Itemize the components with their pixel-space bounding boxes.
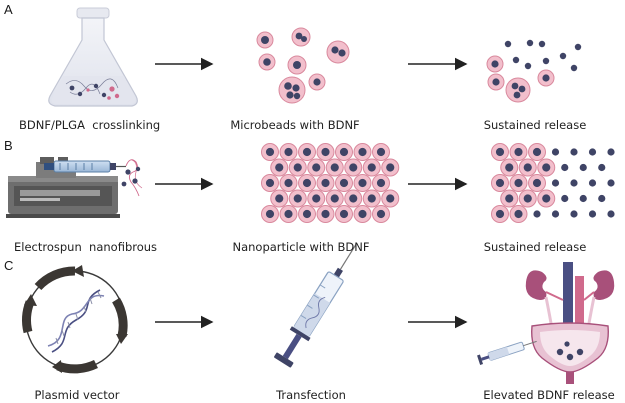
nanoparticle [298,143,316,161]
nanoparticle [288,189,307,208]
plasmid-icon [22,265,128,374]
released-particle [588,210,597,218]
nanoparticle [353,205,372,223]
nanoparticle [298,174,316,192]
nanoparticle [353,143,372,161]
nanoparticle [288,158,307,177]
panel-label-a: A [4,2,13,17]
nanoparticle [307,158,326,177]
panel-label-c: C [4,258,14,273]
nanoparticle [491,143,509,161]
nanoparticle [381,189,400,208]
nanoparticle [325,158,344,177]
caption-bdnf-plga: BDNF/PLGA crosslinking [19,118,161,132]
caption-electrospun: Electrospun nanofibrous [14,240,158,254]
nanoparticle [528,143,546,161]
nanoparticle [344,158,363,177]
erlenmeyer-flask-icon [48,7,138,107]
nanoparticle [325,189,344,208]
released-particle [551,148,560,156]
released-particle [551,179,560,187]
nanoparticle [279,174,298,192]
nanoparticle [344,189,363,208]
nanoparticle [316,143,335,161]
nanoparticle [528,174,546,192]
released-particle [551,210,560,218]
released-particle [570,210,578,218]
released-particle [570,148,578,156]
caption-sustained-release-b: Sustained release [483,240,587,254]
caption-nanoparticle: Nanoparticle with BDNF [232,240,370,254]
panel-label-b: B [4,138,13,153]
nanoparticle [500,189,519,208]
sustained-release-cluster-a [486,39,582,103]
released-particle [588,148,597,156]
nanoparticle [316,205,335,223]
caption-elevated-bdnf: Elevated BDNF release [483,388,615,402]
nanoparticle [537,189,556,208]
urinary-organ-icon [477,262,615,384]
nanoparticle [372,174,390,192]
nanoparticle [381,158,400,177]
nanoparticle [335,205,353,223]
nanoparticle [518,158,537,177]
nanoparticle [335,174,353,192]
nanoparticle [537,158,556,177]
nanoparticle [279,205,298,223]
nanoparticle [509,143,528,161]
syringe-icon [274,243,357,368]
nanoparticle [316,174,335,192]
caption-transfection: Transfection [276,388,346,402]
released-particle [588,179,597,187]
nanoparticle [372,205,390,223]
nanoparticle [279,143,298,161]
caption-microbeads: Microbeads with BDNF [230,118,360,132]
sustained-release-grid-b [491,143,615,223]
nanoparticle [509,205,528,223]
nanoparticle [372,143,390,161]
released-particle [607,179,615,187]
nanoparticle [307,189,326,208]
nanoparticle [491,174,509,192]
caption-plasmid-vector: Plasmid vector [34,388,120,402]
electrospinning-machine-icon [6,157,143,218]
microbeads-cluster [256,27,350,104]
nanoparticle [500,158,519,177]
released-particle [579,194,587,203]
nanoparticle [491,205,509,223]
released-particle [533,210,541,218]
nanoparticle [261,174,279,192]
nanoparticle [362,189,381,208]
nanoparticle [261,205,279,223]
released-particle [598,194,606,203]
nanoparticle [298,205,316,223]
released-particle [561,163,569,172]
released-particle [607,148,615,156]
nanoparticle [270,189,289,208]
released-particle [570,179,578,187]
nanoparticle-grid [261,143,400,223]
released-particle [561,194,569,203]
nanoparticle [509,174,528,192]
nanoparticle [362,158,381,177]
released-particle [607,210,615,218]
nanoparticle [270,158,289,177]
nanoparticle [518,189,537,208]
released-particle [598,163,606,172]
nanoparticle [335,143,353,161]
released-particle [579,163,587,172]
caption-sustained-release-a: Sustained release [483,118,587,132]
nanoparticle [353,174,372,192]
nanoparticle [261,143,279,161]
